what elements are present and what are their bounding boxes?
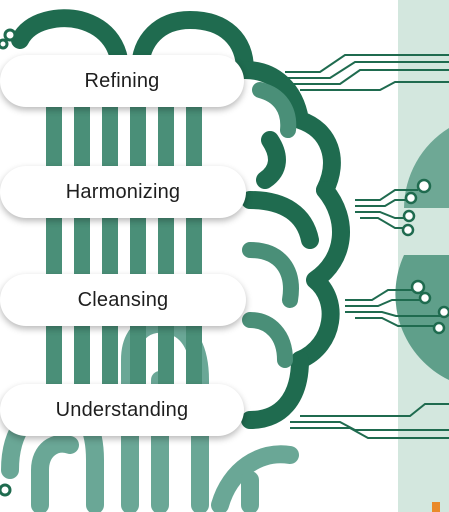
brain-outline (11, 9, 350, 429)
label-harmonizing-text: Harmonizing (65, 180, 181, 203)
label-understanding: Understanding (0, 384, 244, 436)
label-refining: Refining (0, 55, 244, 107)
brain-ribs (46, 100, 202, 400)
label-understanding-text: Understanding (55, 398, 189, 421)
circuit-traces (285, 54, 449, 439)
label-refining-text: Refining (84, 69, 160, 92)
accent-mark (432, 502, 440, 512)
globe-icon (395, 128, 449, 380)
brain-inner-curves (242, 82, 299, 368)
label-cleansing: Cleansing (0, 274, 246, 326)
label-harmonizing: Harmonizing (0, 166, 246, 218)
node-dots-left (0, 28, 17, 497)
label-cleansing-text: Cleansing (77, 288, 169, 311)
circuit-nodes (401, 178, 449, 335)
